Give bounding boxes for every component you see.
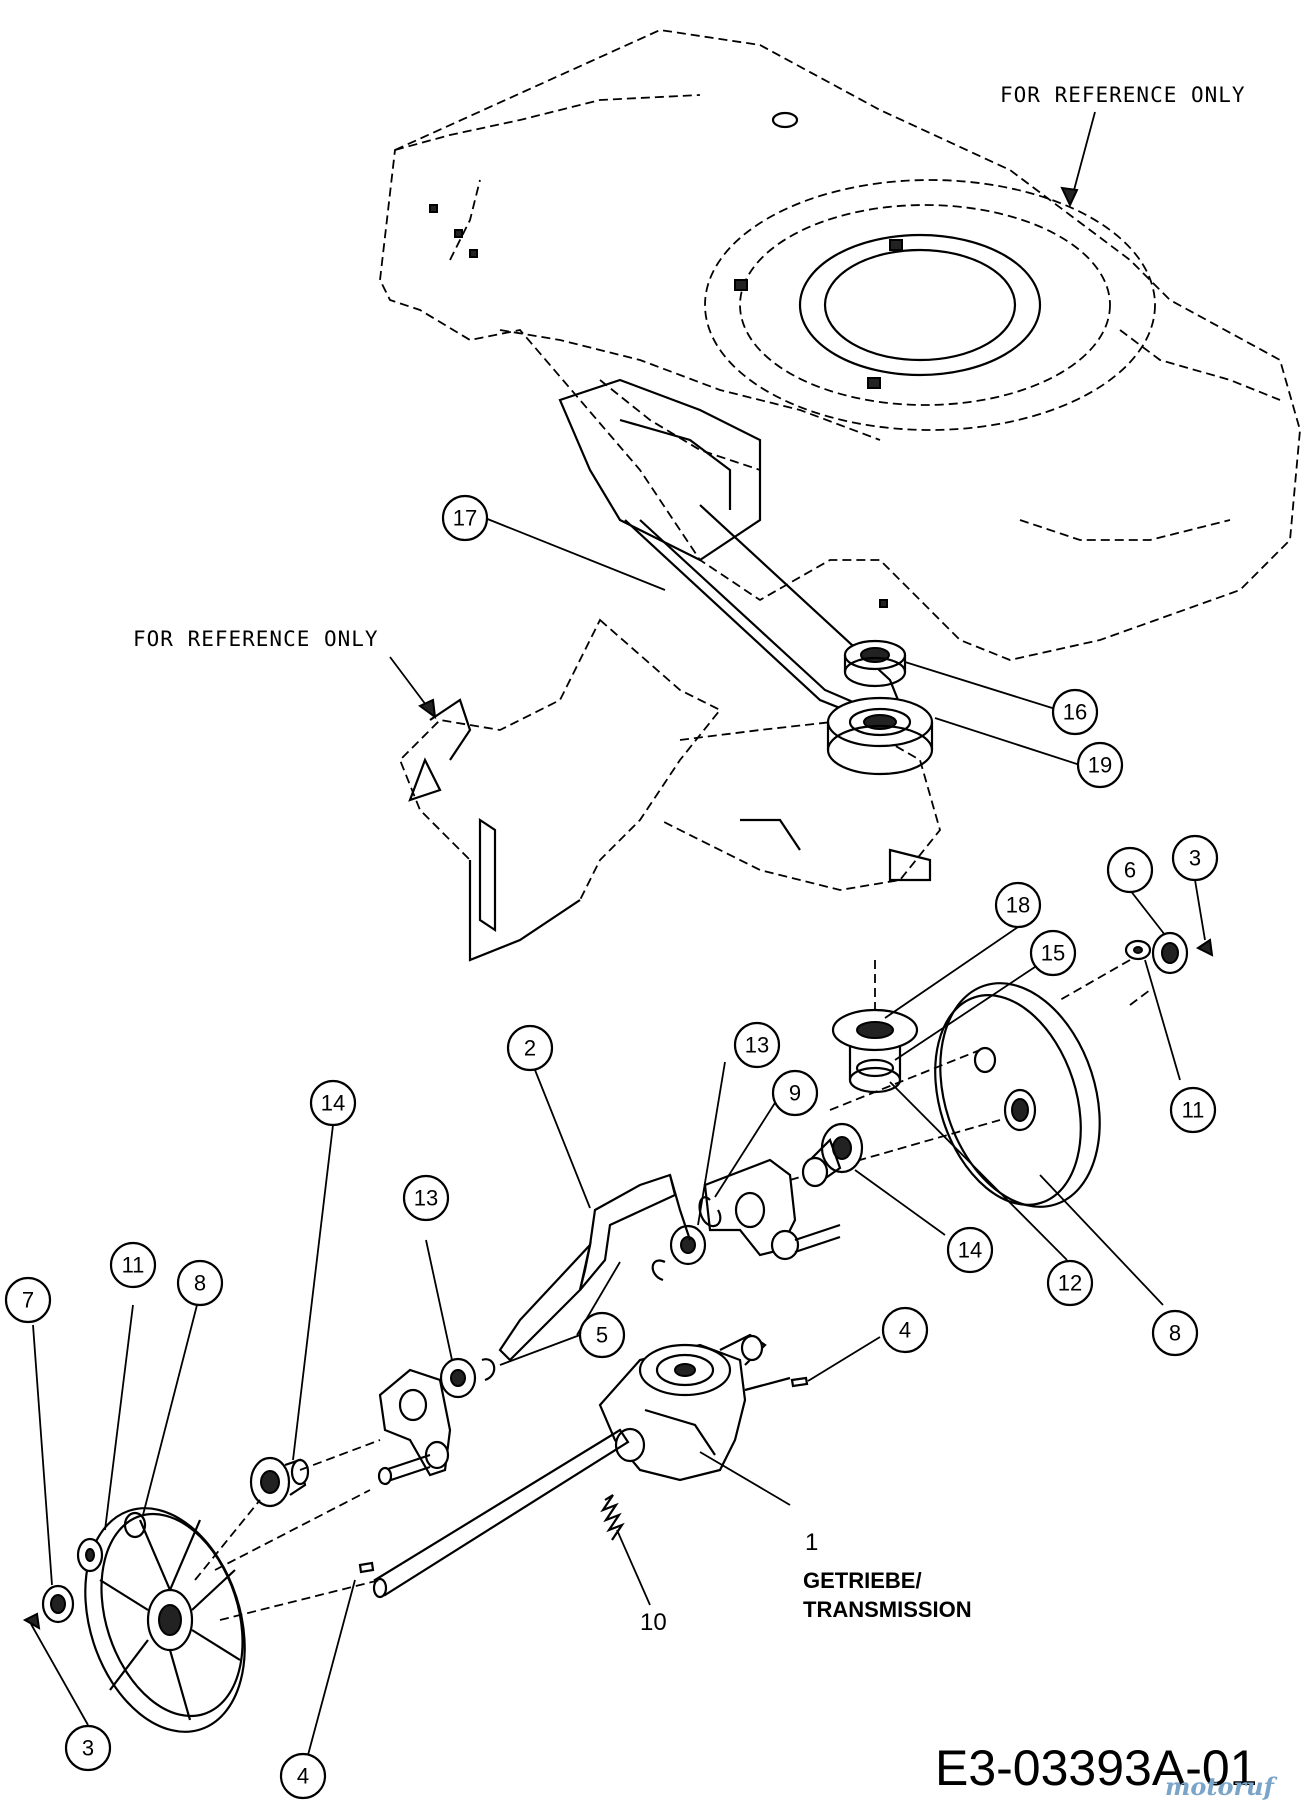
callout-16: 16 [1051, 688, 1099, 736]
washer-11-left-hole [85, 1548, 95, 1562]
pulley-18-assembly [831, 1008, 919, 1094]
callout-6: 6 [1106, 846, 1154, 894]
svg-text:9: 9 [789, 1081, 801, 1106]
svg-text:3: 3 [82, 1736, 94, 1761]
clip-5-right [651, 1259, 666, 1282]
wheel-nut-6-right [1151, 931, 1189, 975]
svg-text:8: 8 [194, 1271, 206, 1296]
svg-text:3: 3 [1189, 846, 1201, 871]
callout-4-right: 4 [881, 1306, 929, 1354]
callout-11-left: 11 [109, 1241, 157, 1289]
svg-text:16: 16 [1063, 700, 1087, 725]
callout-13-right: 13 [733, 1021, 781, 1069]
svg-text:15: 15 [1041, 941, 1065, 966]
callout-7: 7 [4, 1276, 52, 1324]
part-label-10: 10 [640, 1609, 667, 1636]
part-label-1: 1 [805, 1529, 818, 1556]
callout-14-left: 14 [309, 1079, 357, 1127]
axis-line-right-mid [829, 1049, 981, 1111]
axis-line-left-mid [214, 1489, 371, 1571]
clip-5-left [481, 1358, 496, 1382]
axis-line-right-upper [1129, 989, 1151, 1006]
callout-13-left: 13 [402, 1174, 450, 1222]
bushing-14-right [801, 1122, 864, 1188]
adjust-rod-lower [498, 1241, 592, 1362]
pin-4-left [358, 1561, 375, 1574]
reference-label-deck: FOR REFERENCE ONLY [1000, 83, 1246, 107]
svg-text:11: 11 [1182, 1098, 1205, 1123]
svg-text:14: 14 [321, 1091, 345, 1116]
bushing-13-left [439, 1357, 477, 1399]
callout-8-left: 8 [176, 1259, 224, 1307]
rear-wheel-left [84, 1507, 246, 1733]
callout-11-right: 11 [1169, 1086, 1217, 1134]
callout-3-top: 3 [1171, 834, 1219, 882]
watermark: motoruf [1165, 1772, 1278, 1800]
wheel-nut-7-left [41, 1584, 75, 1624]
idler-pulley-16 [843, 639, 907, 688]
axle-stub-right [744, 1376, 791, 1392]
adjust-rod-end [668, 1174, 692, 1241]
rear-axle-end [372, 1577, 388, 1599]
drive-belt-inner [639, 519, 861, 707]
svg-text:13: 13 [745, 1033, 769, 1058]
adjust-rod-upper [578, 1173, 677, 1291]
washer-11-right-hole [1133, 946, 1143, 954]
height-bracket-right [703, 1158, 841, 1261]
drive-belt [624, 504, 902, 722]
callout-12: 12 [1046, 1259, 1094, 1307]
spring-10 [600, 1494, 625, 1541]
pin-4-right [790, 1376, 809, 1388]
drive-pulley-19 [826, 696, 934, 776]
callout-9: 9 [771, 1069, 819, 1117]
bushing-13-right [669, 1224, 707, 1266]
axis-line-left-upper [194, 1499, 261, 1581]
callout-8-right: 8 [1151, 1309, 1199, 1357]
rear-wheel-right [934, 982, 1101, 1208]
transmission-label-german: GETRIEBE/ [803, 1568, 922, 1593]
mower-deck-outline [379, 29, 1301, 661]
transmission-label-english: TRANSMISSION [803, 1597, 972, 1622]
rear-axle [373, 1428, 630, 1597]
reference-arrow-deck [1060, 186, 1079, 208]
svg-text:2: 2 [524, 1036, 536, 1061]
svg-text:6: 6 [1124, 858, 1136, 883]
screw-3-right [1196, 938, 1214, 957]
bushing-14-left [249, 1456, 310, 1508]
callout-2: 2 [506, 1024, 554, 1072]
svg-text:14: 14 [958, 1238, 982, 1263]
svg-text:4: 4 [899, 1318, 911, 1343]
callout-4-left: 4 [279, 1752, 327, 1800]
leader-lines [30, 517, 1206, 1756]
svg-text:12: 12 [1058, 1271, 1082, 1296]
callout-3-bottom: 3 [64, 1724, 112, 1772]
svg-text:17: 17 [453, 506, 477, 531]
drawing-code: E3-03393A-01 [935, 1740, 1257, 1796]
callout-17: 17 [441, 494, 489, 542]
callout-15: 15 [1029, 929, 1077, 977]
svg-text:18: 18 [1006, 893, 1030, 918]
callout-19: 19 [1076, 741, 1124, 789]
svg-text:19: 19 [1088, 753, 1112, 778]
svg-text:5: 5 [596, 1323, 608, 1348]
callout-5: 5 [578, 1311, 626, 1359]
svg-text:8: 8 [1169, 1321, 1181, 1346]
svg-text:4: 4 [297, 1764, 309, 1789]
reference-label-chute: FOR REFERENCE ONLY [133, 627, 379, 651]
height-bracket-left [377, 1368, 452, 1486]
transmission-1 [598, 1333, 767, 1482]
axis-line-left-bracket [299, 1439, 381, 1471]
callout-14-right: 14 [946, 1226, 994, 1274]
axis-line-left-lower [219, 1579, 381, 1621]
reference-arrow-chute [418, 698, 437, 720]
belt-cover-outline [398, 618, 941, 962]
svg-text:7: 7 [22, 1288, 34, 1313]
svg-text:13: 13 [414, 1186, 438, 1211]
callout-18: 18 [994, 881, 1042, 929]
svg-text:11: 11 [122, 1253, 145, 1278]
